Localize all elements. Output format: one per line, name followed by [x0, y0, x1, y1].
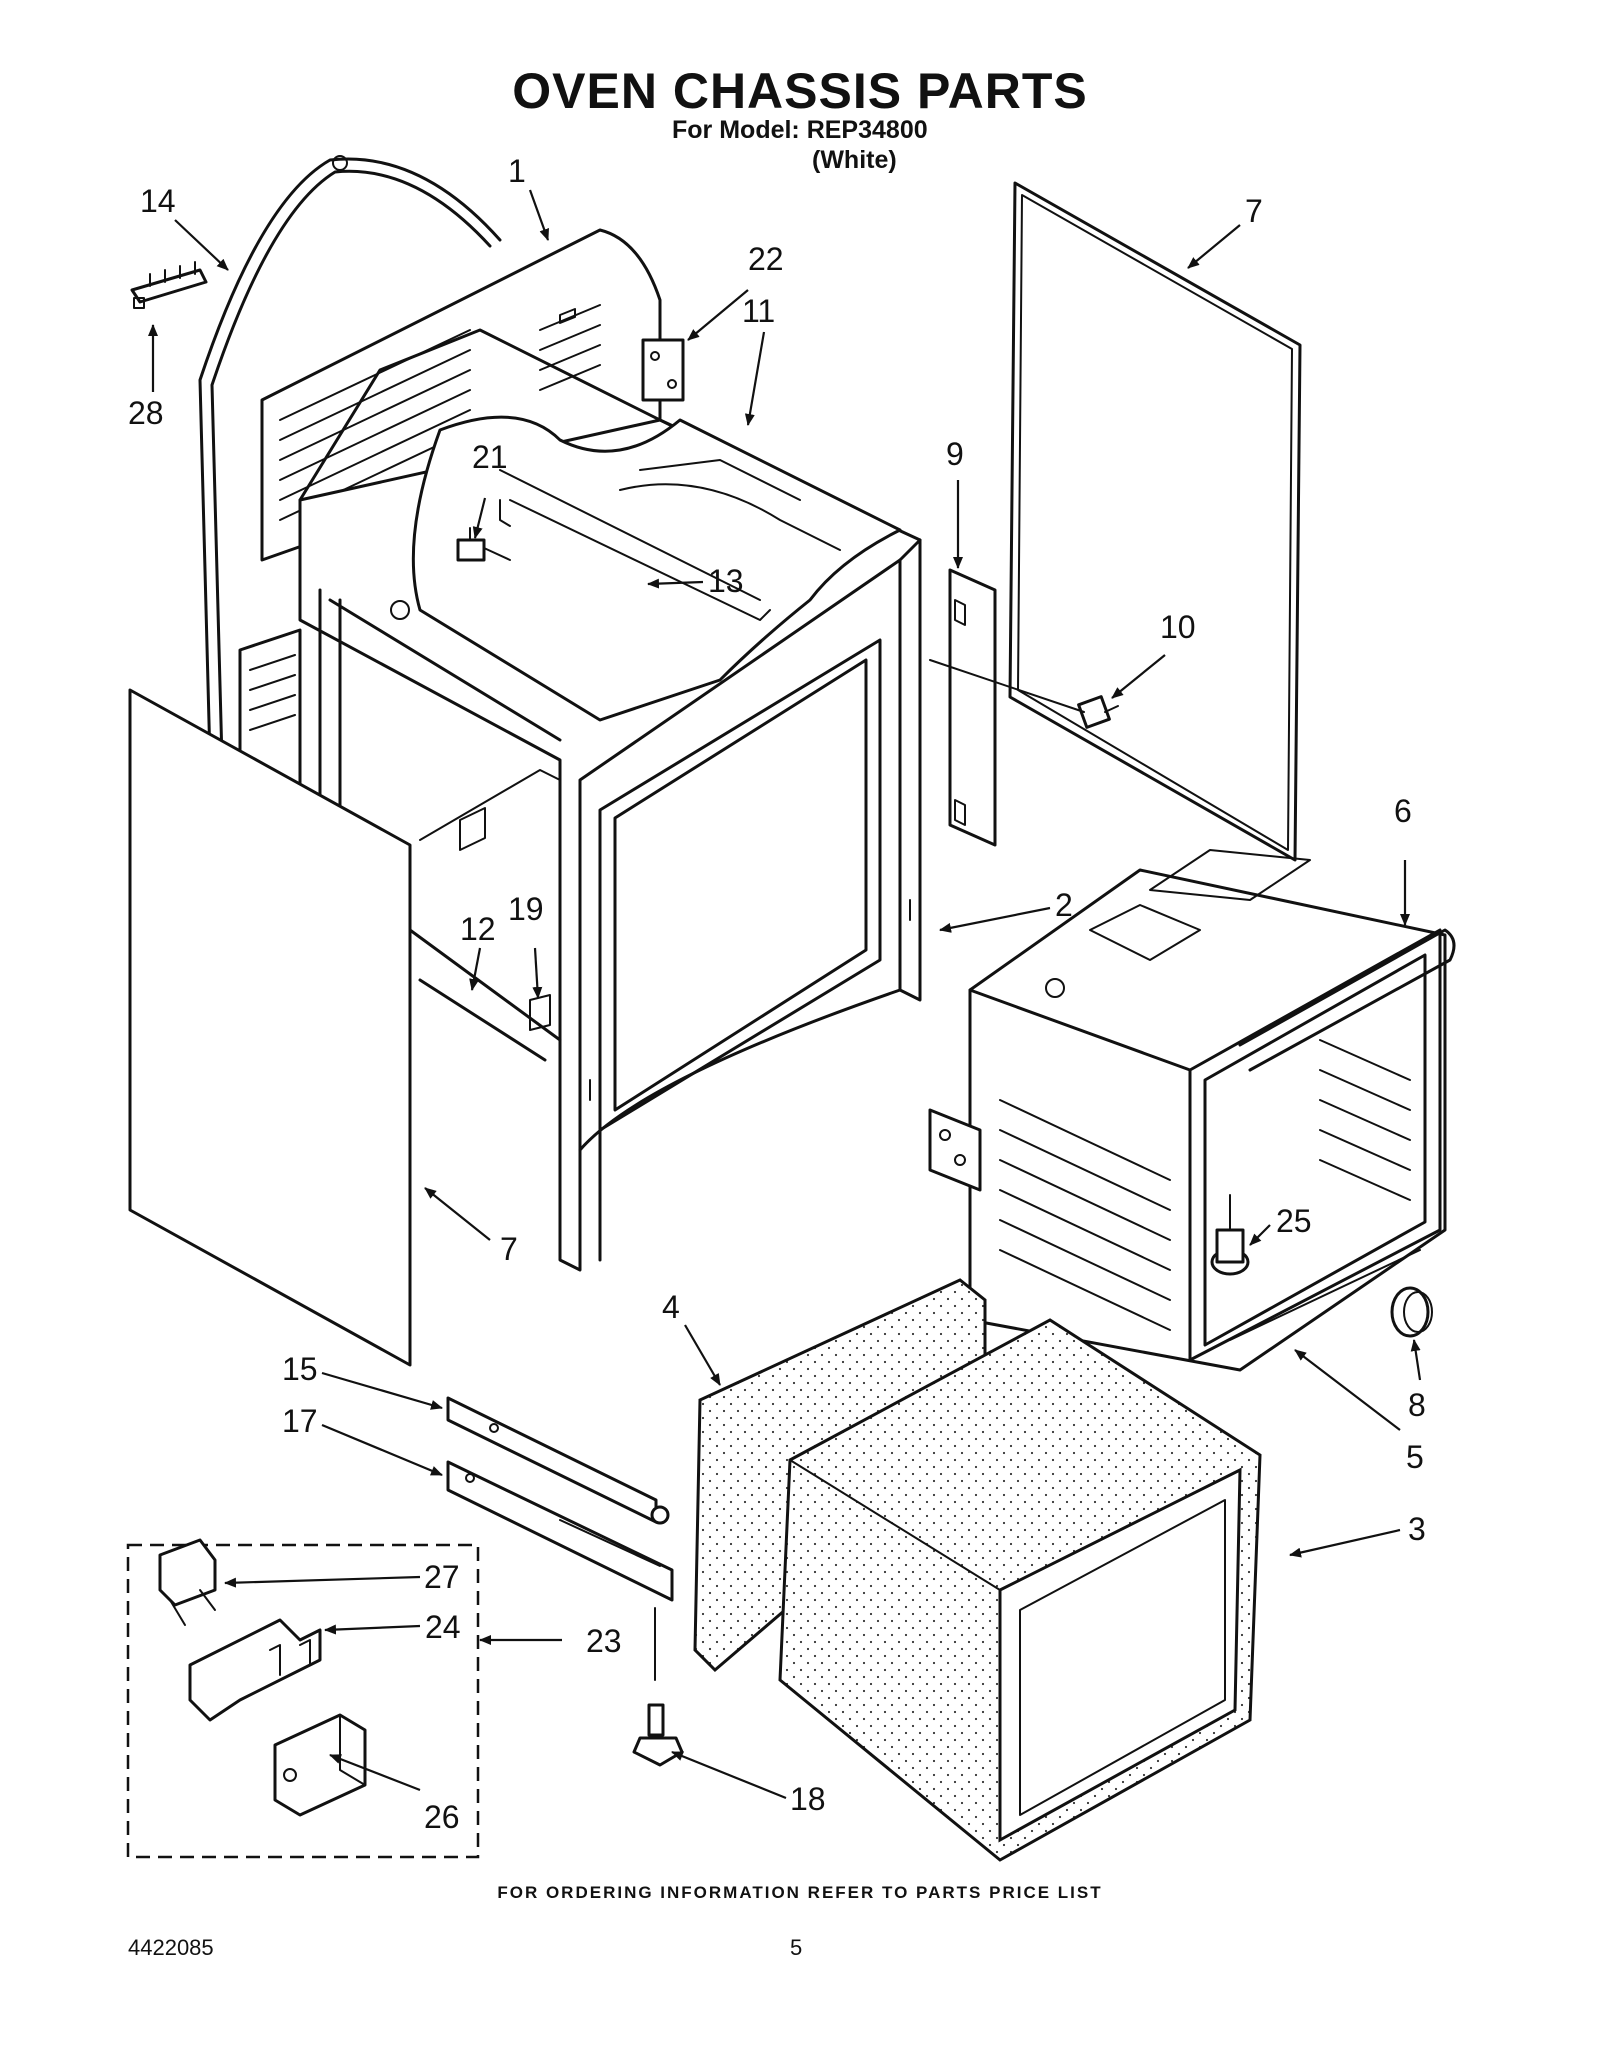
oven-cavity — [928, 849, 1456, 1372]
temperature-sensor — [1210, 1194, 1250, 1276]
callout-11: 11 — [742, 293, 775, 329]
callout-23: 23 — [586, 1623, 622, 1659]
callout-27: 27 — [424, 1559, 460, 1595]
callout-5: 5 — [1406, 1439, 1424, 1475]
leveling-leg — [632, 1607, 684, 1767]
callout-9: 9 — [946, 436, 964, 472]
callout-24: 24 — [425, 1609, 461, 1645]
side-bracket — [948, 568, 997, 847]
callout-2: 2 — [1055, 887, 1073, 923]
insulation-wrap — [778, 1318, 1262, 1862]
wire-harness — [198, 155, 502, 762]
callout-12: 12 — [460, 911, 496, 947]
callout-22: 22 — [748, 241, 784, 277]
hinge-bracket — [641, 338, 685, 402]
page-number: 5 — [790, 1935, 803, 1960]
model-line: For Model: REP34800 — [672, 116, 928, 144]
callout-14: 14 — [140, 183, 176, 219]
callout-13: 13 — [708, 563, 744, 599]
terminal-block — [130, 261, 208, 309]
plug-button — [1390, 1286, 1433, 1338]
callout-7-right-panel: 7 — [1245, 193, 1263, 229]
callout-26: 26 — [424, 1799, 460, 1835]
callout-8: 8 — [1408, 1387, 1426, 1423]
callout-4: 4 — [662, 1289, 680, 1325]
callout-10: 10 — [1160, 609, 1196, 645]
callout-1: 1 — [508, 153, 526, 189]
color-line: (White) — [812, 146, 897, 174]
callout-7-left-panel: 7 — [500, 1231, 518, 1267]
callout-3: 3 — [1408, 1511, 1426, 1547]
callout-17: 17 — [282, 1403, 318, 1439]
rear-back-panel — [260, 228, 662, 562]
callout-19: 19 — [508, 891, 544, 927]
door-switch — [929, 659, 1119, 729]
kit-box — [126, 1538, 480, 1859]
callout-labels: 1 2 3 4 5 6 7 7 8 9 10 11 12 13 14 15 17… — [128, 153, 1426, 1835]
page-title: OVEN CHASSIS PARTS — [512, 63, 1088, 119]
ordering-note: FOR ORDERING INFORMATION REFER TO PARTS … — [497, 1883, 1103, 1902]
callout-18: 18 — [790, 1781, 826, 1817]
right-side-panel — [1008, 181, 1302, 862]
callout-15: 15 — [282, 1351, 318, 1387]
callout-6: 6 — [1394, 793, 1412, 829]
oven-top-burner — [390, 415, 902, 722]
callout-21: 21 — [472, 439, 508, 475]
document-number: 4422085 — [128, 1935, 214, 1960]
callout-leaders — [148, 189, 1422, 1800]
left-side-panel — [128, 688, 412, 1367]
callout-28: 28 — [128, 395, 164, 431]
drawer-rails — [446, 1396, 674, 1602]
callout-25: 25 — [1276, 1203, 1312, 1239]
